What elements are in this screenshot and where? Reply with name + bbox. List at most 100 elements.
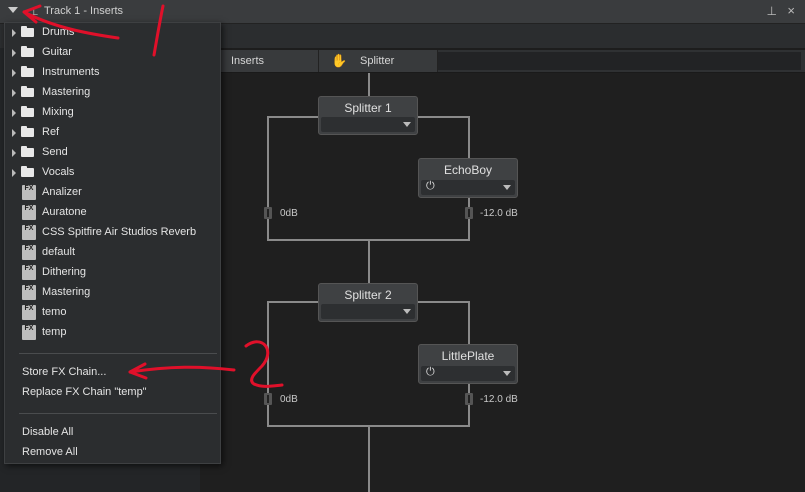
- chevron-down-icon[interactable]: [503, 371, 511, 376]
- chevron-down-icon[interactable]: [403, 122, 411, 127]
- menu-item-label: Instruments: [42, 66, 100, 78]
- menu-folder-mixing[interactable]: Mixing: [5, 103, 220, 123]
- menu-item-label: Auratone: [42, 206, 87, 218]
- fx-chain-icon: FX: [22, 325, 36, 340]
- folder-icon: [21, 46, 34, 57]
- menu-folder-mastering[interactable]: Mastering: [5, 83, 220, 103]
- menu-folder-vocals[interactable]: Vocals: [5, 163, 220, 183]
- menu-item-label: Disable All: [22, 426, 74, 438]
- fx-chain-icon: FX: [22, 285, 36, 300]
- echoboy-title: EchoBoy: [443, 163, 493, 177]
- splitter-1-title: Splitter 1: [344, 101, 392, 115]
- menu-remove-all[interactable]: Remove All: [5, 443, 220, 463]
- menu-item-label: Drums: [42, 26, 75, 38]
- menu-item-label: Store FX Chain...: [22, 366, 107, 378]
- menu-item-label: temo: [42, 306, 67, 318]
- menu-item-label: Replace FX Chain "temp": [22, 386, 147, 398]
- echoboy-menu-bar[interactable]: [421, 180, 515, 195]
- menu-preset-temp[interactable]: FX temp: [5, 323, 220, 343]
- wire: [368, 73, 370, 97]
- menu-item-label: temp: [42, 326, 67, 338]
- menu-folder-ref[interactable]: Ref: [5, 123, 220, 143]
- littleplate-menu-bar[interactable]: [421, 366, 515, 381]
- tab-inserts-label: Inserts: [231, 55, 265, 67]
- submenu-arrow-icon: [12, 69, 16, 77]
- splitter-2-node[interactable]: Splitter 2: [318, 283, 418, 322]
- menu-folder-drums[interactable]: Drums: [5, 23, 220, 43]
- menu-item-label: Mixing: [42, 106, 74, 118]
- tab-inserts[interactable]: Inserts: [200, 50, 319, 72]
- wire: [368, 240, 370, 283]
- level-value: 0dB: [280, 394, 298, 405]
- menu-item-label: Vocals: [42, 166, 75, 178]
- menu-item-label: Guitar: [42, 46, 72, 58]
- routing-canvas[interactable]: Splitter 1 EchoBoy ⏻ Splitter 2 LittlePl…: [200, 73, 805, 492]
- level-fader[interactable]: [264, 207, 272, 219]
- submenu-arrow-icon: [12, 109, 16, 117]
- level-value: -12.0 dB: [480, 394, 518, 405]
- tab-bar: Inserts ✋ Splitter: [200, 50, 805, 73]
- menu-divider: [19, 353, 217, 354]
- menu-item-label: default: [42, 246, 76, 258]
- folder-icon: [21, 66, 34, 77]
- chevron-down-icon[interactable]: [503, 185, 511, 190]
- chevron-down-icon[interactable]: [403, 309, 411, 314]
- level-fader[interactable]: [465, 207, 473, 219]
- hand-icon: ✋: [331, 53, 348, 68]
- submenu-arrow-icon: [12, 169, 16, 177]
- folder-icon: [21, 86, 34, 97]
- submenu-arrow-icon: [12, 49, 16, 57]
- submenu-arrow-icon: [12, 89, 16, 97]
- level-fader[interactable]: [264, 393, 272, 405]
- menu-disable-all[interactable]: Disable All: [5, 423, 220, 443]
- tab-splitter[interactable]: ✋ Splitter: [319, 50, 438, 72]
- folder-icon: [21, 146, 34, 157]
- splitter-1-menu-bar[interactable]: [321, 117, 415, 132]
- pin-icon[interactable]: ⊥: [29, 6, 39, 18]
- menu-folder-guitar[interactable]: Guitar: [5, 43, 220, 63]
- level-fader[interactable]: [465, 393, 473, 405]
- wire: [267, 301, 269, 426]
- wire: [468, 116, 470, 159]
- close-icon[interactable]: ×: [787, 3, 795, 18]
- folder-icon: [21, 106, 34, 117]
- level-value: 0dB: [280, 208, 298, 219]
- echoboy-node[interactable]: EchoBoy ⏻: [418, 158, 518, 198]
- fx-chain-menu: Drums Guitar Instruments Mastering Mixin…: [4, 22, 221, 464]
- menu-item-label: Send: [42, 146, 68, 158]
- collapse-caret-icon[interactable]: [8, 7, 18, 13]
- littleplate-node[interactable]: LittlePlate ⏻: [418, 344, 518, 384]
- splitter-1-node[interactable]: Splitter 1: [318, 96, 418, 135]
- power-icon[interactable]: ⏻: [426, 366, 435, 378]
- window-titlebar: ⊥ Track 1 - Inserts ⊥ ×: [0, 0, 805, 24]
- menu-item-label: Remove All: [22, 446, 78, 458]
- power-icon[interactable]: ⏻: [426, 180, 435, 192]
- fx-chain-icon: FX: [22, 205, 36, 220]
- fx-chain-icon: FX: [22, 245, 36, 260]
- folder-icon: [21, 26, 34, 37]
- menu-preset-auratone[interactable]: FX Auratone: [5, 203, 220, 223]
- tab-bar-empty: [438, 52, 801, 70]
- menu-folder-instruments[interactable]: Instruments: [5, 63, 220, 83]
- menu-preset-dithering[interactable]: FX Dithering: [5, 263, 220, 283]
- fx-chain-icon: FX: [22, 225, 36, 240]
- menu-store-fx-chain[interactable]: Store FX Chain...: [5, 363, 220, 383]
- wire: [267, 116, 269, 240]
- menu-preset-default[interactable]: FX default: [5, 243, 220, 263]
- splitter-2-menu-bar[interactable]: [321, 304, 415, 319]
- menu-folder-send[interactable]: Send: [5, 143, 220, 163]
- folder-icon: [21, 166, 34, 177]
- menu-replace-fx-chain[interactable]: Replace FX Chain "temp": [5, 383, 220, 403]
- fx-chain-icon: FX: [22, 265, 36, 280]
- folder-icon: [21, 126, 34, 137]
- menu-item-label: Dithering: [42, 266, 87, 278]
- menu-item-label: Mastering: [42, 86, 91, 98]
- pin-window-icon[interactable]: ⊥: [766, 4, 777, 18]
- fx-chain-icon: FX: [22, 185, 36, 200]
- wire: [368, 426, 370, 492]
- menu-item-label: Ref: [42, 126, 60, 138]
